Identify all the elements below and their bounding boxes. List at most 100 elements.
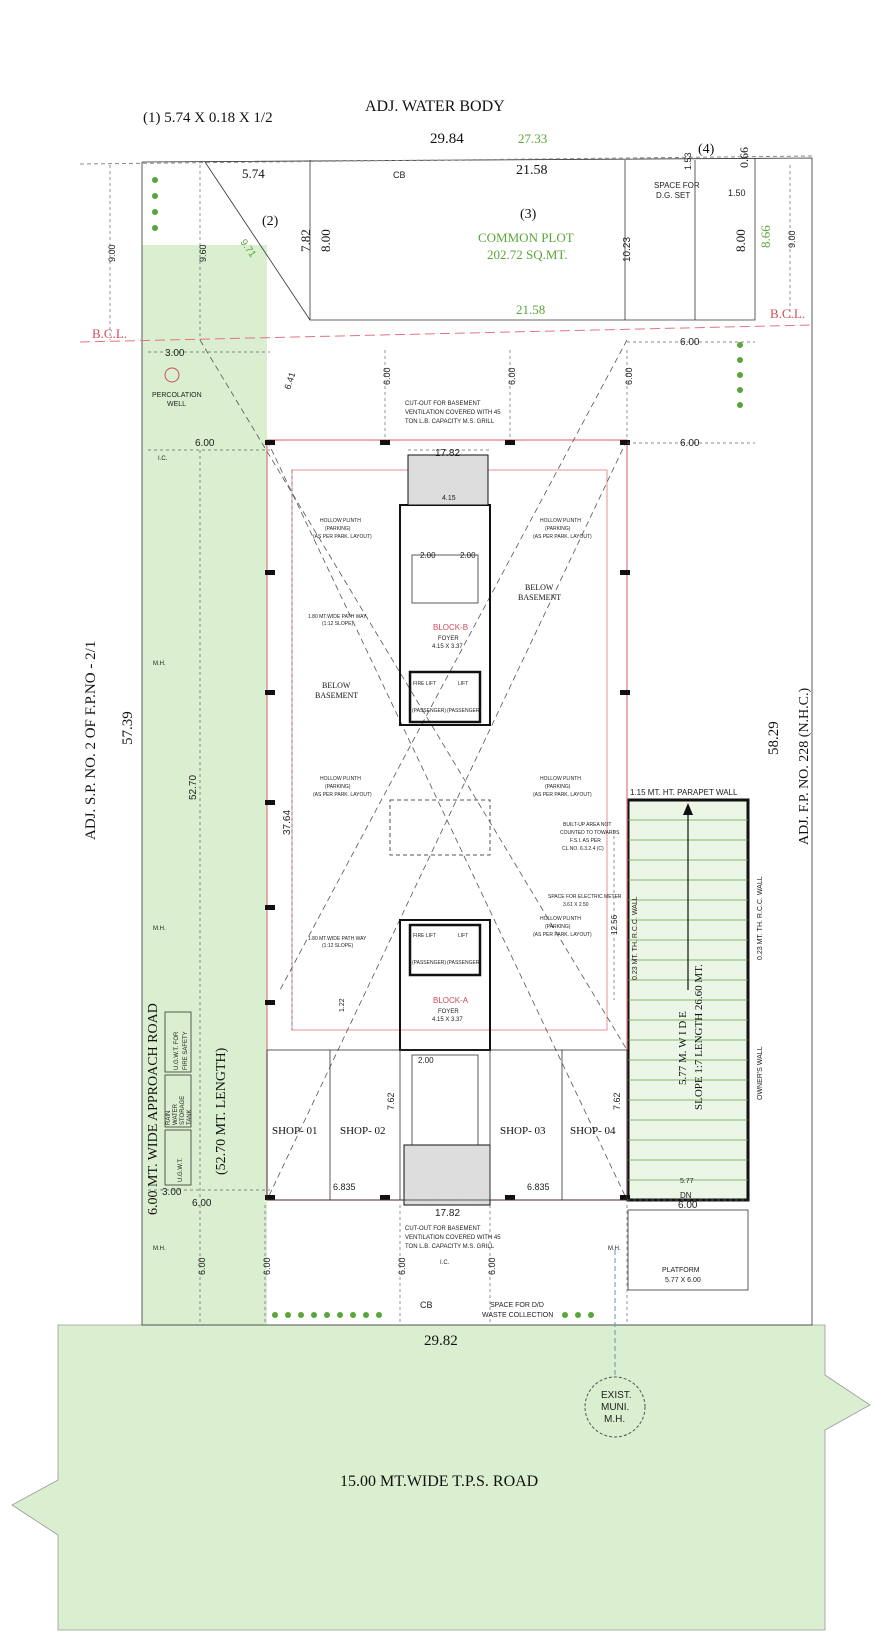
below-basement-b-2: BASEMENT xyxy=(518,593,561,602)
dim-782: 7.82 xyxy=(298,229,313,252)
hollow-b-left-2: (PARKING) xyxy=(325,526,351,532)
dim-574: 5.74 xyxy=(242,166,265,181)
dim-600-left-2: 6.00 xyxy=(195,438,215,449)
dim-600-v2: 6.00 xyxy=(507,367,517,385)
ugwt-fire-1: U.G.W.T. FOR xyxy=(174,1031,180,1070)
tps-road-label: 15.00 MT.WIDE T.P.S. ROAD xyxy=(340,1473,538,1490)
diag-4 xyxy=(279,339,628,991)
mh-right: M.H. xyxy=(608,1246,621,1252)
foyer-a: FOYER xyxy=(438,1009,459,1015)
hollow-a-left-2: (PARKING) xyxy=(325,784,351,790)
electric-1: SPACE FOR ELECTRIC METER xyxy=(548,894,622,900)
dim-577: 5.77 xyxy=(680,1178,694,1185)
path-way-a-1: 1.80 MT.WIDE PATH WAY xyxy=(308,936,367,942)
below-basement-b-1: BELOW xyxy=(525,583,554,592)
dim-150: 1.50 xyxy=(728,188,746,198)
ic-bottom: I.C. xyxy=(440,1260,450,1266)
dim-600-v3: 6.00 xyxy=(624,367,634,385)
platform-2: 5.77 X 6.00 xyxy=(665,1277,701,1284)
cutout-bot-2: VENTILATION COVERED WITH 45 xyxy=(405,1235,501,1241)
dim-300-top: 3.00 xyxy=(165,348,185,359)
dg-set-2: D.G. SET xyxy=(656,191,690,200)
dim-2158-green: 21.58 xyxy=(516,302,545,317)
muni-1: EXIST. xyxy=(601,1390,632,1401)
dim-762-a: 7.62 xyxy=(386,1092,396,1110)
plot1-label: (1) 5.74 X 0.18 X 1/2 xyxy=(143,110,273,126)
water-body-label: ADJ. WATER BODY xyxy=(365,98,505,115)
rain-water-tank xyxy=(164,1074,192,1128)
dim-153: 1.53 xyxy=(683,152,693,170)
hollow-a-left-3: (AS PER PARK. LAYOUT) xyxy=(313,792,372,798)
plot4-label: (4) xyxy=(698,142,715,157)
tree-symbols xyxy=(152,177,743,1318)
block-b-grill xyxy=(407,454,489,506)
electric-2: 3.61 X 2.50 xyxy=(563,902,589,908)
hollow-c-right-2: (PARKING) xyxy=(545,924,571,930)
common-plot-label: COMMON PLOT xyxy=(478,230,574,245)
block-b-core xyxy=(399,504,491,726)
central-passage xyxy=(389,799,491,856)
ic-top: I.C. xyxy=(158,456,168,462)
muni-mh-circle xyxy=(584,1376,646,1438)
hollow-b-right-1: HOLLOW PLINTH xyxy=(540,518,581,524)
dim-200-c: 2.00 xyxy=(418,1056,434,1065)
ramp-arrowhead xyxy=(683,803,693,815)
dim-200-a: 2.00 xyxy=(420,551,436,560)
plot3-label: (3) xyxy=(520,207,537,222)
ugwt-tank xyxy=(164,1129,192,1186)
path-way-b-2: (1:12 SLOPE) xyxy=(322,621,353,627)
dim-300-bottom: 3.00 xyxy=(162,1187,182,1198)
dim-200-b: 2.00 xyxy=(460,551,476,560)
platform-box xyxy=(627,1209,749,1291)
hollow-a-right-3: (AS PER PARK. LAYOUT) xyxy=(533,792,592,798)
ramp-label-2: SLOPE 1:7 LENGTH 26.60 MT. xyxy=(693,964,705,1110)
passenger-a-1: (PASSENGER) xyxy=(412,960,446,966)
dim-762-b: 7.62 xyxy=(612,1092,622,1110)
hollow-b-left-1: HOLLOW PLINTH xyxy=(320,518,361,524)
shop1-label: SHOP- 01 xyxy=(272,1125,318,1137)
passenger-b-2: (PASSENGER) xyxy=(447,708,481,714)
ugwt-fire-2: FIRE SAFETY xyxy=(183,1031,189,1070)
rain-1: RAIN xyxy=(166,1111,172,1125)
shop4-label: SHOP- 04 xyxy=(570,1125,616,1137)
ugwt-label: U.G.W.T. xyxy=(178,1158,184,1182)
hollow-a-right-1: HOLLOW PLINTH xyxy=(540,776,581,782)
dim-600-bottom-left: 6.00 xyxy=(192,1198,212,1209)
common-area-label: 202.72 SQ.MT. xyxy=(487,247,568,262)
waste-1: SPACE FOR D/D xyxy=(490,1302,544,1309)
dim-600-right-1: 6.00 xyxy=(680,337,700,348)
passenger-b-1: (PASSENGER) xyxy=(412,708,446,714)
path-way-a-2: (1:12 SLOPE) xyxy=(322,943,353,949)
dimension-lines xyxy=(109,165,791,1325)
approach-road-green xyxy=(142,245,267,1325)
foyer-b-dim: 4.15 X 3.37 xyxy=(432,644,463,650)
block-b-lift-box xyxy=(408,670,482,724)
ugwt-fire-tank xyxy=(164,1011,192,1073)
right-adj-label: ADJ. F.P. NO. 228 (N.H.C.) xyxy=(797,687,812,845)
dg-set-1: SPACE FOR xyxy=(654,181,700,190)
hollow-b-right-3: (AS PER PARK. LAYOUT) xyxy=(533,534,592,540)
hollow-a-left-1: HOLLOW PLINTH xyxy=(320,776,361,782)
dim-800-a: 8.00 xyxy=(318,229,333,252)
muni-3: M.H. xyxy=(604,1414,625,1425)
hollow-a-right-2: (PARKING) xyxy=(545,784,571,790)
dim-2158-top: 21.58 xyxy=(516,163,548,178)
dim-900-left: 9.00 xyxy=(107,244,117,262)
perc-well-2: WELL xyxy=(167,401,186,408)
bcl-left: B.C.L. xyxy=(92,326,127,341)
diag-2 xyxy=(266,439,628,1201)
dim-5739: 57.39 xyxy=(120,711,136,745)
ramp-label-1: 5.77 M. W I D E xyxy=(677,1011,689,1085)
hollow-b-right-2: (PARKING) xyxy=(545,526,571,532)
fire-lift-a: FIRE LIFT xyxy=(413,933,436,939)
dim-2982: 29.82 xyxy=(424,1333,458,1349)
columns xyxy=(265,440,630,1200)
dim-866: 8.66 xyxy=(758,225,773,248)
mh-left-3: M.H. xyxy=(153,1246,166,1252)
dim-900-right: 9.00 xyxy=(787,230,797,248)
dim-415-top: 4.15 xyxy=(442,495,456,502)
dim-960: 9.60 xyxy=(198,244,208,262)
dim-5270: 52.70 xyxy=(188,775,199,800)
cutout-top-2: VENTILATION COVERED WITH 45 xyxy=(405,410,501,416)
